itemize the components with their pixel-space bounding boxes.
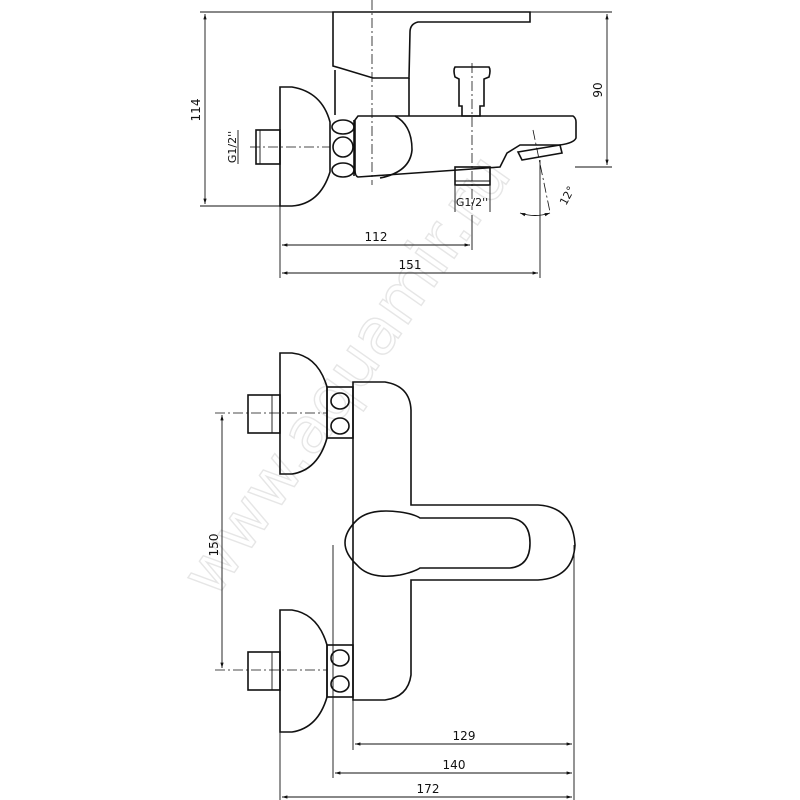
outlet-thread-label: G1/2'' (456, 196, 488, 209)
inlet-nipple (255, 129, 281, 165)
dim-114-label: 114 (189, 99, 203, 122)
dim-172-label: 172 (417, 782, 440, 796)
dim-151-label: 151 (399, 258, 422, 272)
dim-129-label: 129 (453, 729, 476, 743)
dim-140-label: 140 (443, 758, 466, 772)
diverter-knob (453, 66, 491, 117)
inlet-thread-label: G1/2'' (226, 131, 239, 163)
spout-body (354, 115, 577, 178)
top-view: 150 129 140 172 (207, 352, 576, 800)
side-view: 114 90 112 151 G1/2'' G1/2'' 12° (189, 0, 612, 278)
lever (332, 11, 531, 79)
outlet-connector (454, 166, 491, 186)
lower-wall-plate (279, 609, 328, 733)
watermark: www.aquamir.ru (167, 142, 525, 610)
dim-150-label: 150 (207, 534, 221, 557)
body (352, 381, 576, 701)
wall-plate (279, 86, 331, 207)
dim-112-label: 112 (365, 230, 388, 244)
stem (334, 70, 410, 116)
handle (344, 510, 531, 578)
spout-angle-label: 12° (557, 184, 578, 207)
dim-90-label: 90 (591, 82, 605, 97)
